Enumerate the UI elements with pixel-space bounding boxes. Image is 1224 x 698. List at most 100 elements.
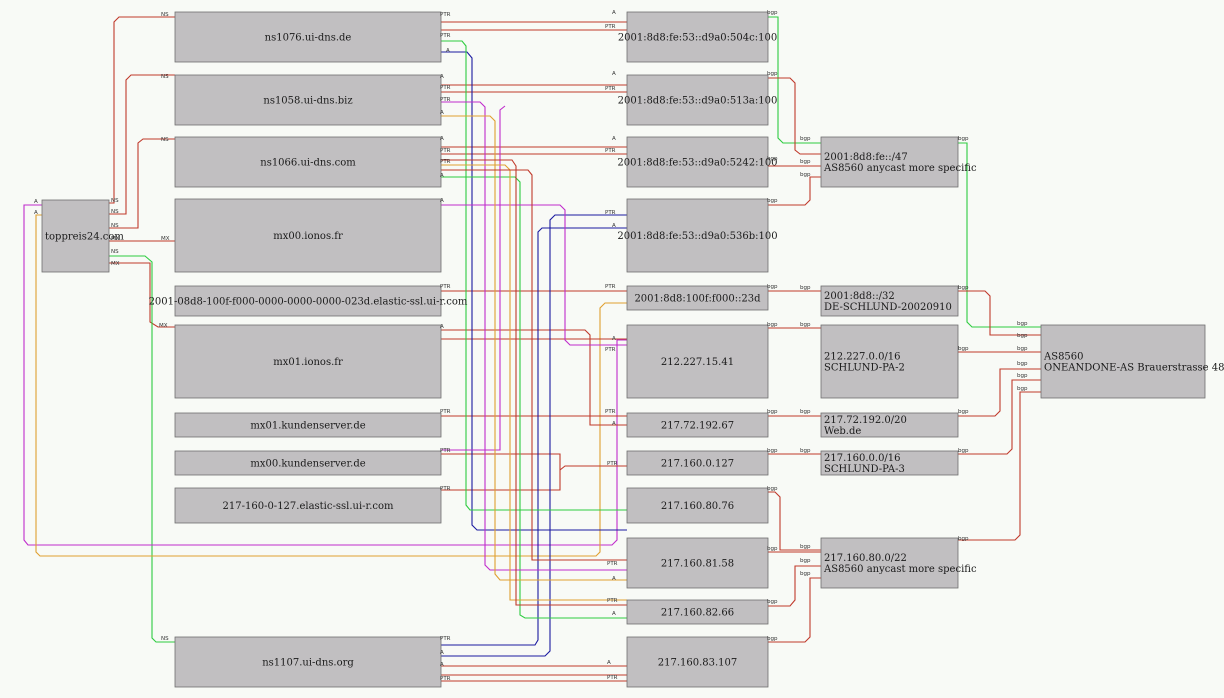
node-ip8076[interactable]: 217.160.80.76 xyxy=(626,487,769,524)
node-mx00ionos[interactable]: mx00.ionos.fr xyxy=(174,198,442,273)
label-bgp: bgp xyxy=(767,599,778,605)
node-label: ONEANDONE-AS Brauerstrasse 48 xyxy=(1044,363,1224,374)
node-label: 217.160.83.107 xyxy=(658,658,738,669)
node-label: SCHLUND-PA-3 xyxy=(824,464,905,475)
node-label: 212.227.15.41 xyxy=(661,357,734,368)
label-ns: NS xyxy=(161,137,169,143)
label-bgp: bgp xyxy=(767,284,778,290)
node-label: mx00.kundenserver.de xyxy=(250,459,365,470)
edge-bgp xyxy=(768,565,821,607)
node-box xyxy=(626,636,769,688)
node-ip8266[interactable]: 217.160.82.66 xyxy=(626,599,769,625)
edge-bgp xyxy=(958,391,1041,541)
label-ptr: PTR xyxy=(440,448,451,454)
node-mx01ionos[interactable]: mx01.ionos.fr xyxy=(174,324,442,399)
node-ns1066[interactable]: ns1066.ui-dns.com xyxy=(174,136,442,188)
node-ns1107[interactable]: ns1107.ui-dns.org xyxy=(174,636,442,688)
label-bgp: bgp xyxy=(800,544,811,550)
label-ptr: PTR xyxy=(605,210,616,216)
edge-bgp xyxy=(958,379,1041,455)
label-ns: NS xyxy=(161,636,169,642)
label-bgp: bgp xyxy=(1017,386,1028,392)
label-a: A xyxy=(440,136,444,142)
node-elastic2[interactable]: 217-160-0-127.elastic-ssl.ui-r.com xyxy=(174,487,442,524)
label-a: A xyxy=(612,336,616,342)
label-bgp: bgp xyxy=(767,448,778,454)
node-box xyxy=(626,285,769,311)
edge-ptr-green xyxy=(441,40,627,511)
node-ip23d[interactable]: 2001:8d8:100f:f000::23d xyxy=(626,285,769,311)
node-box xyxy=(820,412,959,438)
node-elastic1[interactable]: 2001-08d8-100f-f000-0000-0000-0000-023d.… xyxy=(149,285,468,317)
node-box xyxy=(820,450,959,476)
node-label: 217.160.80.76 xyxy=(661,501,734,512)
label-bgp: bgp xyxy=(767,10,778,16)
edge-ptr-magenta xyxy=(441,105,506,451)
node-ip19267[interactable]: 217.72.192.67 xyxy=(626,412,769,438)
label-ptr: PTR xyxy=(605,86,616,92)
label-bgp: bgp xyxy=(958,409,969,415)
node-box xyxy=(174,412,442,438)
edge-ns-ns1058 xyxy=(109,74,175,215)
label-bgp: bgp xyxy=(800,571,811,577)
edge-a-navy xyxy=(441,51,627,531)
edge-bgp xyxy=(768,176,821,206)
node-label: 2001:8d8:fe::/47 xyxy=(824,152,908,163)
node-ns1076[interactable]: ns1076.ui-dns.de xyxy=(174,11,442,63)
label-a: A xyxy=(34,210,38,216)
label-bgp: bgp xyxy=(800,322,811,328)
label-bgp: bgp xyxy=(767,198,778,204)
label-ns: NS xyxy=(161,74,169,80)
node-label: 2001:8d8:fe:53::d9a0:5242:100 xyxy=(617,158,777,169)
node-mx01ks[interactable]: mx01.kundenserver.de xyxy=(174,412,442,438)
node-ip513a[interactable]: 2001:8d8:fe:53::d9a0:513a:100 xyxy=(618,74,778,126)
node-ns1058[interactable]: ns1058.ui-dns.biz xyxy=(174,74,442,126)
node-label: 217.160.0.0/16 xyxy=(824,453,901,464)
node-ip83107[interactable]: 217.160.83.107 xyxy=(626,636,769,688)
label-bgp: bgp xyxy=(767,156,778,162)
node-label: mx00.ionos.fr xyxy=(273,231,343,242)
node-label: 2001-08d8-100f-f000-0000-0000-0000-023d.… xyxy=(149,297,468,308)
node-label: AS8560 xyxy=(1043,352,1084,363)
label-mx: MX xyxy=(111,236,120,242)
node-ip1541[interactable]: 212.227.15.41 xyxy=(626,324,769,399)
node-ip504c[interactable]: 2001:8d8:fe:53::d9a0:504c:100 xyxy=(618,11,777,63)
label-a: A xyxy=(612,611,616,617)
node-label: ns1107.ui-dns.org xyxy=(262,658,354,669)
node-label: 2001:8d8:100f:f000::23d xyxy=(634,294,761,305)
edge-ptr xyxy=(441,169,627,561)
label-ptr: PTR xyxy=(605,284,616,290)
label-bgp: bgp xyxy=(958,536,969,542)
label-ptr: PTR xyxy=(440,159,451,165)
node-label: 2001:8d8:fe:53::d9a0:513a:100 xyxy=(618,96,778,107)
node-label: toppreis24.com xyxy=(45,232,124,243)
label-mx: MX xyxy=(161,236,170,242)
node-box xyxy=(626,324,769,399)
node-box xyxy=(174,136,442,188)
node-ip536b[interactable]: 2001:8d8:fe:53::d9a0:536b:100 xyxy=(617,198,778,273)
label-mx: MX xyxy=(111,261,120,267)
node-ip0127[interactable]: 217.160.0.127 xyxy=(626,450,769,476)
label-bgp: bgp xyxy=(958,136,969,142)
label-bgp: bgp xyxy=(800,136,811,142)
node-domain[interactable]: toppreis24.com xyxy=(41,199,124,273)
node-ip8158[interactable]: 217.160.81.58 xyxy=(626,537,769,589)
node-mx00ks[interactable]: mx00.kundenserver.de xyxy=(174,450,442,476)
label-a: A xyxy=(440,198,444,204)
node-box xyxy=(1040,324,1206,399)
node-box xyxy=(626,11,769,63)
edge-ptr xyxy=(559,465,627,471)
label-ptr: PTR xyxy=(440,85,451,91)
edge-bgp xyxy=(768,77,821,155)
node-ip5242[interactable]: 2001:8d8:fe:53::d9a0:5242:100 xyxy=(617,136,778,188)
label-ptr: PTR xyxy=(440,284,451,290)
label-bgp: bgp xyxy=(767,636,778,642)
